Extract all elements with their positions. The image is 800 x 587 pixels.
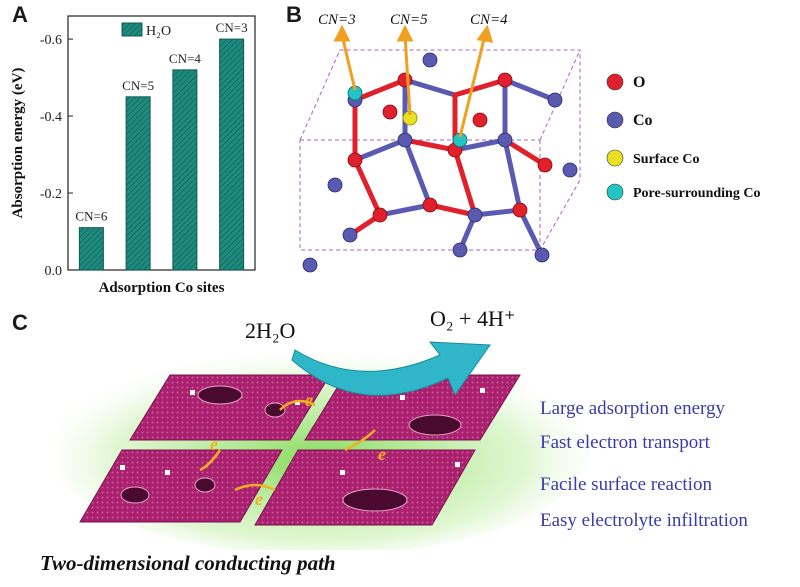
bond-network	[347, 77, 558, 258]
legend-atom-swatch	[606, 73, 624, 91]
bar-data-label: CN=4	[169, 51, 201, 66]
product-label: O₂ + 4H⁺	[430, 306, 516, 331]
unit-cell-outline	[299, 49, 581, 251]
legend-swatch	[121, 22, 143, 37]
y-tick-label: -0.2	[40, 187, 62, 202]
adsorption-energy-bar-chart: 0.0 -0.2 -0.4 -0.6CN=6 CN=5 CN=4 CN=3 H₂O Adsorp…	[10, 15, 256, 296]
y-tick-label: -0.6	[40, 33, 62, 48]
site-label-cn4: CN=4	[470, 12, 508, 28]
panel-label-a: A	[12, 2, 28, 27]
benefit-facile-reaction: Facile surface reaction	[540, 474, 712, 495]
benefit-electrolyte-infiltration: Easy electrolyte infiltration	[540, 510, 748, 531]
legend-atom-swatch	[606, 149, 624, 167]
pore-surrounding-co-atoms	[347, 85, 468, 148]
reaction-arrow	[291, 341, 491, 397]
x-axis-label: Adsorption Co sites	[99, 280, 225, 296]
bar	[172, 69, 198, 271]
legend-atom-swatch	[606, 111, 624, 129]
reactant-label: 2H₂O	[245, 318, 296, 343]
site-label-cn5: CN=5	[390, 12, 428, 28]
y-axis-label: Absorption energy (eV)	[10, 68, 26, 219]
electron-paths	[199, 399, 376, 492]
electron-label: e	[378, 444, 386, 464]
benefit-large-adsorption: Large adsorption energy	[540, 398, 726, 419]
cobalt-atoms	[302, 52, 578, 273]
legend-atom-swatch	[606, 183, 624, 201]
benefit-fast-electron: Fast electron transport	[540, 432, 710, 453]
legend-atom-label: Pore-surrounding Co	[633, 186, 760, 201]
bar	[78, 227, 104, 271]
sheet-front-left	[79, 449, 283, 523]
bar-data-label: CN=5	[122, 78, 154, 93]
conducting-sheets-illustration: e e e e	[60, 341, 590, 550]
legend-atom-label: Surface Co	[633, 152, 700, 167]
conducting-path-label: Two-dimensional conducting path	[40, 551, 336, 575]
panel-label-b: B	[286, 2, 302, 27]
surface-highlights	[120, 388, 485, 475]
y-tick-label: -0.4	[40, 110, 62, 125]
bar-data-label: CN=3	[216, 20, 248, 35]
site-pointer-arrows	[333, 24, 494, 138]
co3o4-crystal-structure: CN=3 CN=5 CN=4 X Z	[299, 12, 581, 273]
pores	[120, 385, 462, 512]
electron-label: e	[210, 434, 218, 454]
bar-data-label: CN=6	[75, 209, 107, 224]
sheet-back-left	[129, 374, 331, 441]
bar	[125, 96, 151, 271]
electron-label: e	[255, 489, 263, 509]
legend-label: H₂O	[146, 24, 171, 39]
panel-label-c: C	[12, 310, 28, 335]
electron-label: e	[305, 390, 313, 410]
bar	[219, 38, 245, 271]
legend-atom-label: O	[633, 74, 645, 91]
plot-frame	[67, 15, 256, 271]
y-tick-label: 0.0	[45, 264, 63, 279]
sheet-front-right	[254, 449, 476, 526]
site-label-cn3: CN=3	[318, 12, 356, 28]
legend-atom-label: Co	[633, 112, 653, 129]
